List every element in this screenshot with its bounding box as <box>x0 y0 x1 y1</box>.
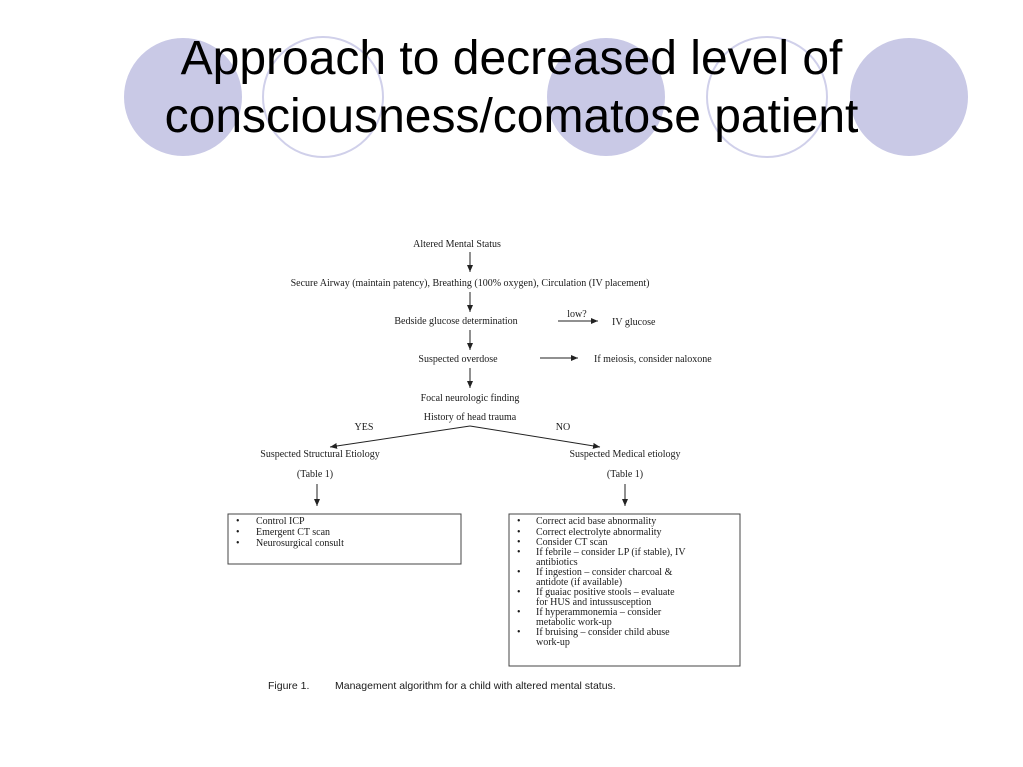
right-item-cont: work-up <box>536 637 570 648</box>
table-ref-left: (Table 1) <box>297 469 333 480</box>
right-bullet: • <box>517 627 521 638</box>
left-bullet: • <box>236 527 240 538</box>
decorative-circle-2 <box>262 36 384 158</box>
decorative-circle-3 <box>545 36 667 158</box>
left-item: Emergent CT scan <box>256 527 330 538</box>
node-glucose: Bedside glucose determination <box>394 316 517 327</box>
node-iv-glucose: IV glucose <box>612 317 656 328</box>
left-bullet: • <box>236 538 240 549</box>
table-ref-right: (Table 1) <box>607 469 643 480</box>
right-bullet: • <box>517 527 521 538</box>
node-overdose: Suspected overdose <box>418 354 498 365</box>
left-list: • Control ICP • Emergent CT scan • Neuro… <box>236 516 344 549</box>
right-bullet: • <box>517 567 521 578</box>
node-focal: Focal neurologic finding <box>421 393 520 404</box>
node-structural: Suspected Structural Etiology <box>260 449 379 460</box>
structural-actions-box <box>227 513 462 565</box>
title-line-1: Approach to decreased level of <box>180 32 843 85</box>
node-altered-mental-status: Altered Mental Status <box>413 239 501 250</box>
left-item: Neurosurgical consult <box>256 538 344 549</box>
right-list: • Correct acid base abnormality • Correc… <box>517 516 686 648</box>
right-item: If bruising – consider child abuse <box>536 627 670 638</box>
right-item-cont: for HUS and intussusception <box>536 597 651 608</box>
right-item: Correct acid base abnormality <box>536 516 656 527</box>
right-item: If hyperammonemia – consider <box>536 607 662 618</box>
right-item: If ingestion – consider charcoal & <box>536 567 673 578</box>
left-item: Control ICP <box>256 516 305 527</box>
right-item: Consider CT scan <box>536 537 607 548</box>
left-bullet: • <box>236 516 240 527</box>
right-bullet: • <box>517 516 521 527</box>
label-low: low? <box>567 309 587 320</box>
branch-no <box>469 425 601 449</box>
node-medical: Suspected Medical etiology <box>569 449 680 460</box>
node-head-trauma: History of head trauma <box>424 412 517 423</box>
right-item-cont: antibiotics <box>536 557 578 568</box>
label-yes: YES <box>355 422 374 433</box>
branch-yes <box>329 425 471 449</box>
decorative-circle-1 <box>122 36 244 158</box>
title-line-2: consciousness/comatose patient <box>164 90 859 143</box>
right-item-cont: metabolic work-up <box>536 617 612 628</box>
node-naloxone: If meiosis, consider naloxone <box>594 354 712 365</box>
slide-title: Approach to decreased level of conscious… <box>0 30 1023 146</box>
medical-actions-box <box>508 513 741 667</box>
decorative-circle-4 <box>706 36 828 158</box>
label-no: NO <box>556 422 570 433</box>
right-bullet: • <box>517 547 521 558</box>
figure-label: Figure 1. <box>268 680 309 692</box>
node-abc: Secure Airway (maintain patency), Breath… <box>291 278 650 289</box>
right-bullet: • <box>517 607 521 618</box>
right-bullet: • <box>517 587 521 598</box>
figure-caption: Management algorithm for a child with al… <box>335 680 616 692</box>
right-item: If febrile – consider LP (if stable), IV <box>536 547 686 558</box>
decorative-circle-5 <box>848 36 970 158</box>
right-item: Correct electrolyte abnormality <box>536 527 662 538</box>
right-item: If guaiac positive stools – evaluate <box>536 587 675 598</box>
right-item-cont: antidote (if available) <box>536 577 622 588</box>
right-bullet: • <box>517 537 521 548</box>
